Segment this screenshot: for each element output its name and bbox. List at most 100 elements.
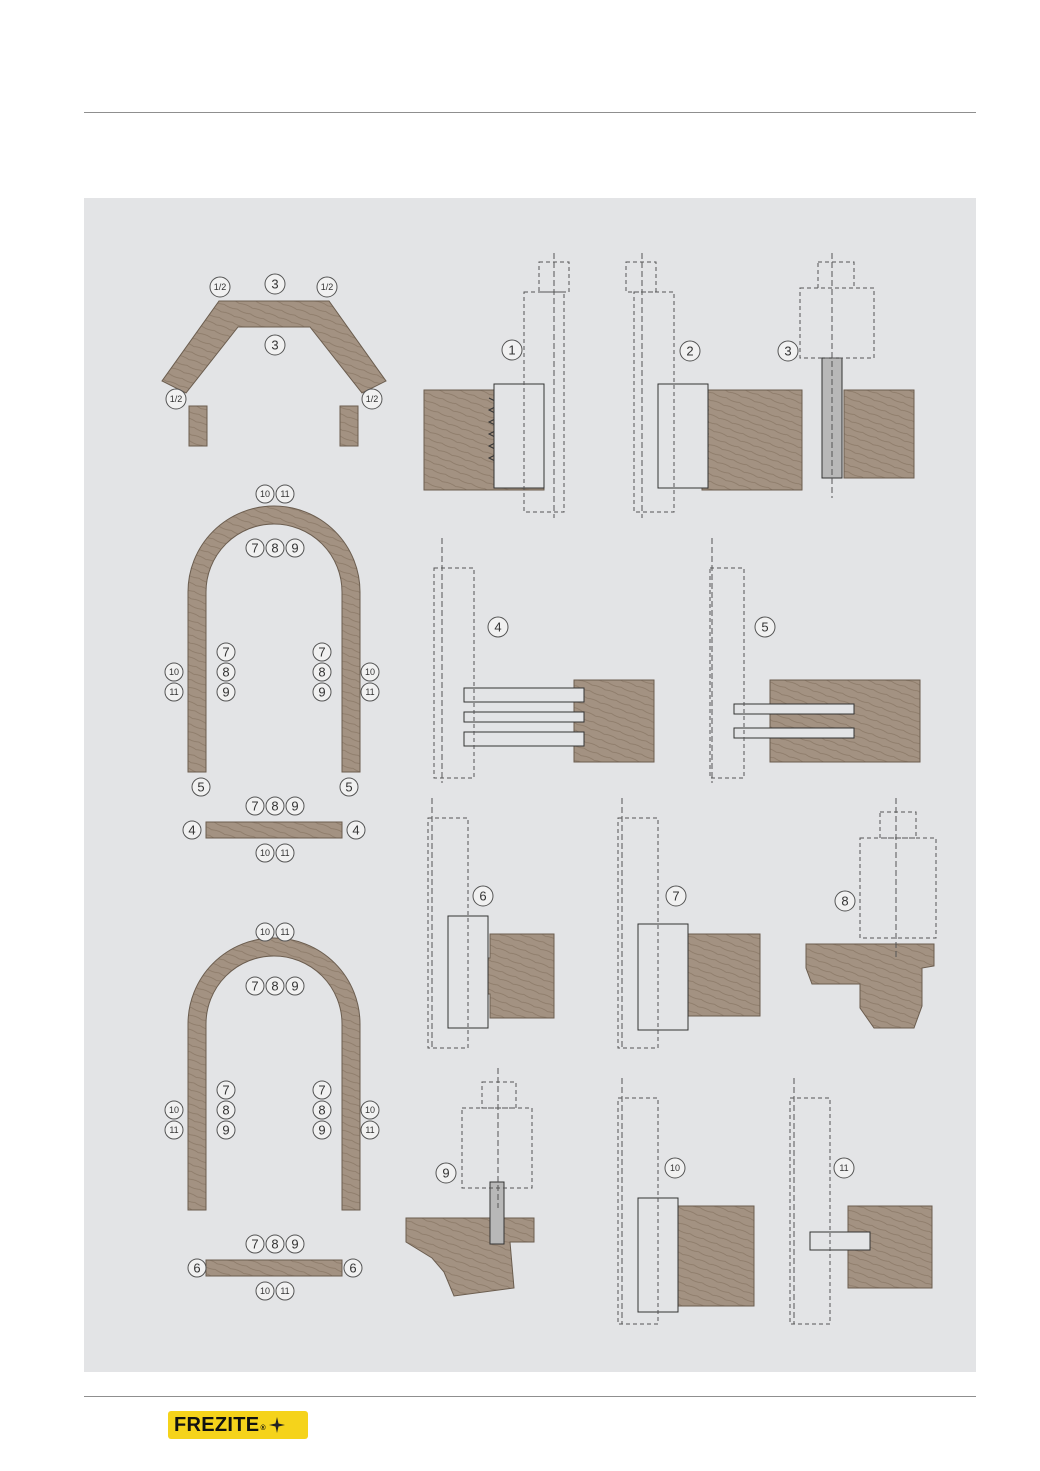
svg-text:7: 7 [222, 1083, 229, 1098]
svg-text:6: 6 [479, 889, 486, 904]
label-4-rail1-r: 4 [346, 820, 366, 840]
svg-text:1: 1 [508, 343, 515, 358]
svg-text:7: 7 [251, 1237, 258, 1252]
svg-text:7: 7 [251, 541, 258, 556]
label-tool-11: 11 [833, 1157, 855, 1179]
svg-text:10: 10 [365, 667, 375, 677]
svg-text:9: 9 [291, 1237, 298, 1252]
svg-text:1/2: 1/2 [366, 394, 379, 404]
label-9-rail2-top: 9 [285, 1234, 305, 1254]
label-tool-1: 1 [501, 339, 523, 361]
svg-text:10: 10 [169, 667, 179, 677]
tool-5 [709, 538, 921, 783]
svg-text:11: 11 [280, 489, 289, 499]
svg-text:3: 3 [784, 344, 791, 359]
diagram-panel: 1/2 3 1/2 3 1/2 1/2 10 11 7 8 9 7 8 9 10… [84, 198, 976, 1372]
svg-text:5: 5 [761, 620, 768, 635]
svg-text:6: 6 [349, 1261, 356, 1276]
label-5-arch1-r: 5 [339, 777, 359, 797]
tool-6 [427, 798, 555, 1049]
svg-text:8: 8 [271, 979, 278, 994]
label-tool-7: 7 [665, 885, 687, 907]
header-rule [84, 112, 976, 113]
label-half-tl: 1/2 [209, 276, 231, 298]
label-7-arch1-l: 7 [216, 642, 236, 662]
svg-text:9: 9 [291, 799, 298, 814]
tooling-diagram: 1/2 3 1/2 3 1/2 1/2 10 11 7 8 9 7 8 9 10… [161, 253, 937, 1325]
label-8-rail2-top: 8 [265, 1234, 285, 1254]
label-10-arch1-top: 10 [255, 484, 275, 504]
label-11-rail1-bot: 11 [275, 843, 295, 863]
label-10-arch2-r: 10 [360, 1100, 380, 1120]
label-10-rail2-bot: 10 [255, 1281, 275, 1301]
svg-text:11: 11 [280, 848, 289, 858]
label-half-br: 1/2 [361, 388, 383, 410]
svg-text:5: 5 [345, 780, 352, 795]
svg-text:4: 4 [352, 823, 359, 838]
label-half-tr: 1/2 [316, 276, 338, 298]
label-6-rail2-l: 6 [187, 1258, 207, 1278]
tool-3 [799, 253, 915, 498]
label-tool-5: 5 [754, 616, 776, 638]
tool-4 [433, 538, 655, 783]
label-10-arch1-r: 10 [360, 662, 380, 682]
svg-text:11: 11 [365, 687, 374, 697]
registered-mark: ® [260, 1424, 266, 1432]
svg-text:10: 10 [260, 927, 270, 937]
svg-text:7: 7 [222, 645, 229, 660]
tool-2 [625, 253, 803, 518]
label-tool-10: 10 [664, 1157, 686, 1179]
trapezoid-frame [161, 300, 387, 447]
label-8-arch2-l: 8 [216, 1100, 236, 1120]
svg-text:3: 3 [271, 338, 278, 353]
svg-text:6: 6 [193, 1261, 200, 1276]
label-8-arch1-r: 8 [312, 662, 332, 682]
svg-text:7: 7 [251, 799, 258, 814]
svg-text:1/2: 1/2 [321, 282, 334, 292]
label-9-rail1-top: 9 [285, 796, 305, 816]
logo-text: FREZITE [174, 1413, 260, 1436]
svg-text:11: 11 [365, 1125, 374, 1135]
label-3-top: 3 [264, 273, 286, 295]
label-tool-6: 6 [472, 885, 494, 907]
label-11-arch2-r: 11 [360, 1120, 380, 1140]
svg-text:11: 11 [280, 1286, 289, 1296]
label-7-rail1-top: 7 [245, 796, 265, 816]
svg-text:11: 11 [280, 927, 289, 937]
svg-text:9: 9 [291, 541, 298, 556]
svg-text:8: 8 [222, 1103, 229, 1118]
svg-text:9: 9 [222, 1123, 229, 1138]
label-tool-3: 3 [777, 340, 799, 362]
svg-text:2: 2 [686, 344, 693, 359]
label-3-inner: 3 [264, 334, 286, 356]
svg-text:9: 9 [318, 1123, 325, 1138]
svg-text:1/2: 1/2 [170, 394, 183, 404]
svg-text:10: 10 [670, 1163, 680, 1173]
label-7-arch2-l: 7 [216, 1080, 236, 1100]
tool-9 [405, 1068, 535, 1297]
label-11-arch1-r: 11 [360, 682, 380, 702]
label-10-arch1-l: 10 [164, 662, 184, 682]
label-tool-2: 2 [679, 340, 701, 362]
svg-text:9: 9 [442, 1166, 449, 1181]
svg-text:8: 8 [318, 1103, 325, 1118]
label-9-arch1-l: 9 [216, 682, 236, 702]
svg-text:10: 10 [260, 1286, 270, 1296]
label-7-arch1-r: 7 [312, 642, 332, 662]
label-9-arch2-l: 9 [216, 1120, 236, 1140]
label-9-arch2-r: 9 [312, 1120, 332, 1140]
svg-text:8: 8 [271, 799, 278, 814]
label-11-arch2-l: 11 [164, 1120, 184, 1140]
label-8-arch2-r: 8 [312, 1100, 332, 1120]
label-9-arch1-r: 9 [312, 682, 332, 702]
svg-text:7: 7 [318, 645, 325, 660]
tool-11 [789, 1078, 933, 1325]
label-11-arch2-top: 11 [275, 922, 295, 942]
svg-text:10: 10 [260, 848, 270, 858]
svg-text:8: 8 [271, 541, 278, 556]
svg-text:7: 7 [672, 889, 679, 904]
label-10-arch2-top: 10 [255, 922, 275, 942]
label-11-rail2-bot: 11 [275, 1281, 295, 1301]
frezite-logo: FREZITE ® [168, 1411, 308, 1439]
tool-1 [423, 253, 570, 518]
